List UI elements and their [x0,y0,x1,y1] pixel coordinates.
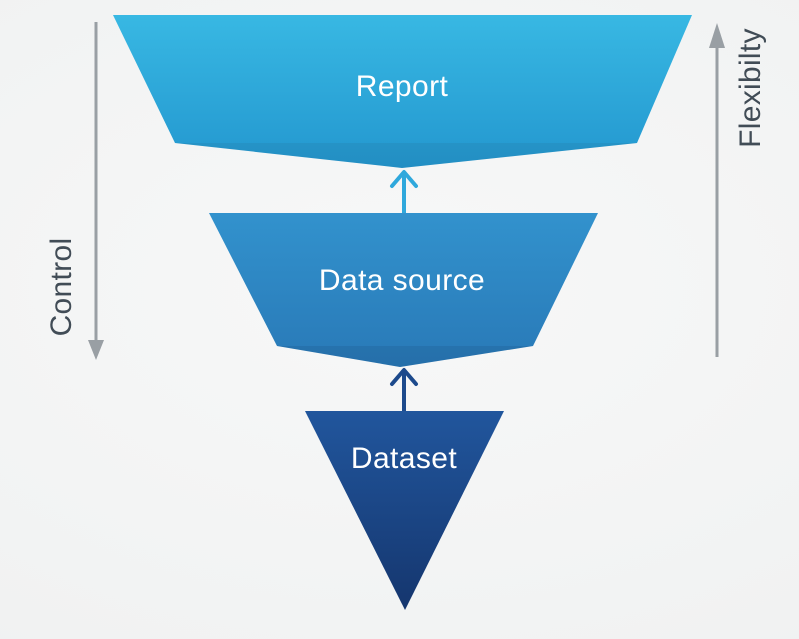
funnel-level-dataset: Dataset [305,411,504,610]
flow-arrow-up-icon-bottom [390,368,418,415]
data-source-shape-lip [277,346,533,367]
dataset-shape [305,411,504,610]
flow-arrow-up-icon-top [390,170,418,218]
flexibility-axis: Flexibilty [709,23,767,357]
dataset-label: Dataset [351,442,457,475]
arrow-down-icon [88,340,104,360]
control-axis: Control [45,22,104,360]
flow-arrow-top-head [390,170,418,188]
control-label: Control [45,238,78,337]
arrow-up-icon [709,23,725,48]
funnel-level-data-source: Data source [209,213,598,367]
data-source-label: Data source [319,264,485,297]
report-shape [113,15,692,168]
funnel-level-report: Report [113,15,692,168]
data-source-shape [209,213,598,367]
report-label: Report [356,70,449,103]
flow-arrow-bottom-head [390,368,418,386]
report-shape-lip [175,143,637,168]
flexibility-label: Flexibilty [734,28,767,148]
